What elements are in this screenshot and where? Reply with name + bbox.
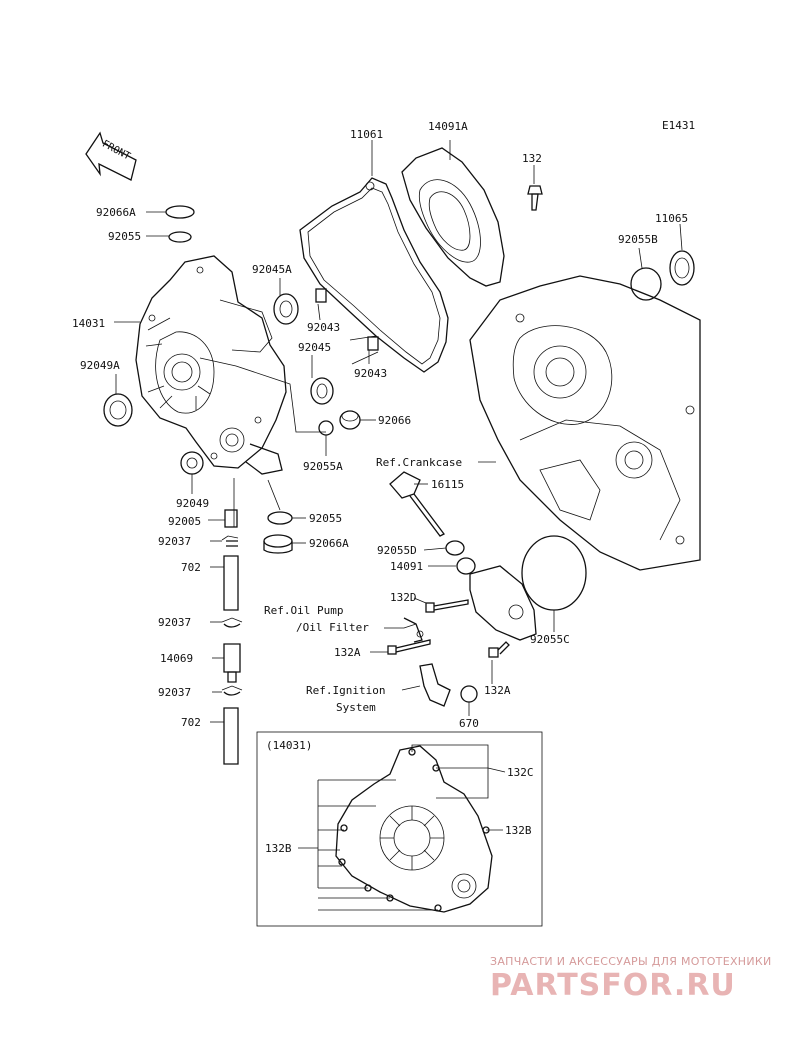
label-11065: 11065 <box>655 212 688 225</box>
label-702-a: 702 <box>181 561 201 574</box>
label-92055-top: 92055 <box>108 230 141 243</box>
label-11061: 11061 <box>350 128 383 141</box>
part-labels: 11061 14091A 132 11065 92055B 92066A 920… <box>72 120 688 855</box>
label-14091: 14091 <box>390 560 423 573</box>
label-132: 132 <box>522 152 542 165</box>
seal-92049A <box>103 393 133 427</box>
label-92005: 92005 <box>168 515 201 528</box>
cap-92066A-low <box>263 534 293 554</box>
inset-label: (14031) <box>266 739 312 752</box>
o-ring-92055D <box>445 540 465 556</box>
crankcase-reference <box>469 275 701 571</box>
seal-92049 <box>180 451 204 475</box>
inset-leader-lines <box>298 744 506 911</box>
label-ref-ignition-1: Ref.Ignition <box>306 684 385 697</box>
label-132B-left: 132B <box>265 842 292 855</box>
watermark-tagline: ЗАПЧАСТИ И АКСЕССУАРЫ ДЛЯ МОТОТЕХНИКИ <box>490 955 772 968</box>
leader-lines <box>114 140 683 723</box>
cover-14091 <box>456 557 537 641</box>
generator-cover-14031 <box>135 255 287 475</box>
label-132B-right: 132B <box>505 824 532 837</box>
front-arrow-icon: FRONT <box>85 131 137 181</box>
inset-cover-14031 <box>335 745 493 913</box>
o-ring-92055-low <box>267 511 293 525</box>
label-670: 670 <box>459 717 479 730</box>
label-92055B: 92055B <box>618 233 658 246</box>
inset-frame <box>256 731 543 927</box>
dipstick-16115 <box>389 471 445 537</box>
label-92037-c: 92037 <box>158 686 191 699</box>
watermark-logo: PARTSFOR.RU <box>490 968 736 1003</box>
label-132A-a: 132A <box>334 646 361 659</box>
cap-92066A-top <box>165 205 195 219</box>
label-92045A: 92045A <box>252 263 292 276</box>
bearing-92045 <box>310 377 334 405</box>
dowel-92043-a <box>315 288 327 303</box>
oil-pump-fitting <box>403 617 424 643</box>
ignition-fitting <box>419 663 451 707</box>
label-ref-oil-pump-2: /Oil Filter <box>296 621 369 634</box>
label-92037-a: 92037 <box>158 535 191 548</box>
label-92043-a: 92043 <box>307 321 340 334</box>
dowel-92043-b <box>367 336 379 351</box>
label-14069: 14069 <box>160 652 193 665</box>
o-ring-92055-top <box>168 231 192 243</box>
bolt-132 <box>527 185 543 211</box>
label-92066A-top: 92066A <box>96 206 136 219</box>
label-14091A: 14091A <box>428 120 468 133</box>
cap-92066 <box>339 410 361 430</box>
o-ring-92055B <box>630 267 662 301</box>
gasket-11061 <box>299 177 449 373</box>
label-92066: 92066 <box>378 414 411 427</box>
label-92066A-low: 92066A <box>309 537 349 550</box>
label-ref-oil-pump-1: Ref.Oil Pump <box>264 604 343 617</box>
label-132D: 132D <box>390 591 417 604</box>
label-92055D: 92055D <box>377 544 417 557</box>
label-92037-b: 92037 <box>158 616 191 629</box>
label-92049A: 92049A <box>80 359 120 372</box>
label-92049: 92049 <box>176 497 209 510</box>
label-92055C: 92055C <box>530 633 570 646</box>
label-92043-b: 92043 <box>354 367 387 380</box>
label-ref-ignition-2: System <box>336 701 376 714</box>
o-ring-92055C <box>521 535 587 611</box>
watermark: ЗАПЧАСТИ И АКСЕССУАРЫ ДЛЯ МОТОТЕХНИКИ PA… <box>490 955 772 1003</box>
hose-assembly <box>221 535 243 765</box>
o-ring-670 <box>460 685 478 703</box>
label-92045: 92045 <box>298 341 331 354</box>
dowel-pin-92005 <box>224 509 238 528</box>
label-132A-b: 132A <box>484 684 511 697</box>
label-132C: 132C <box>507 766 534 779</box>
o-ring-92055A <box>318 420 334 436</box>
label-16115: 16115 <box>431 478 464 491</box>
label-92055-low: 92055 <box>309 512 342 525</box>
label-92055A: 92055A <box>303 460 343 473</box>
bolt-132A-b <box>488 641 510 658</box>
bolt-132A-a <box>387 639 431 655</box>
label-14031: 14031 <box>72 317 105 330</box>
cover-14091A <box>401 147 505 287</box>
bearing-92045A <box>273 293 299 325</box>
label-702-b: 702 <box>181 716 201 729</box>
bolt-132D <box>425 599 469 613</box>
seal-11065 <box>669 250 695 286</box>
label-ref-crankcase: Ref.Crankcase <box>376 456 462 469</box>
front-arrow-label: FRONT <box>100 139 132 163</box>
diagram-code: E1431 <box>662 119 695 132</box>
